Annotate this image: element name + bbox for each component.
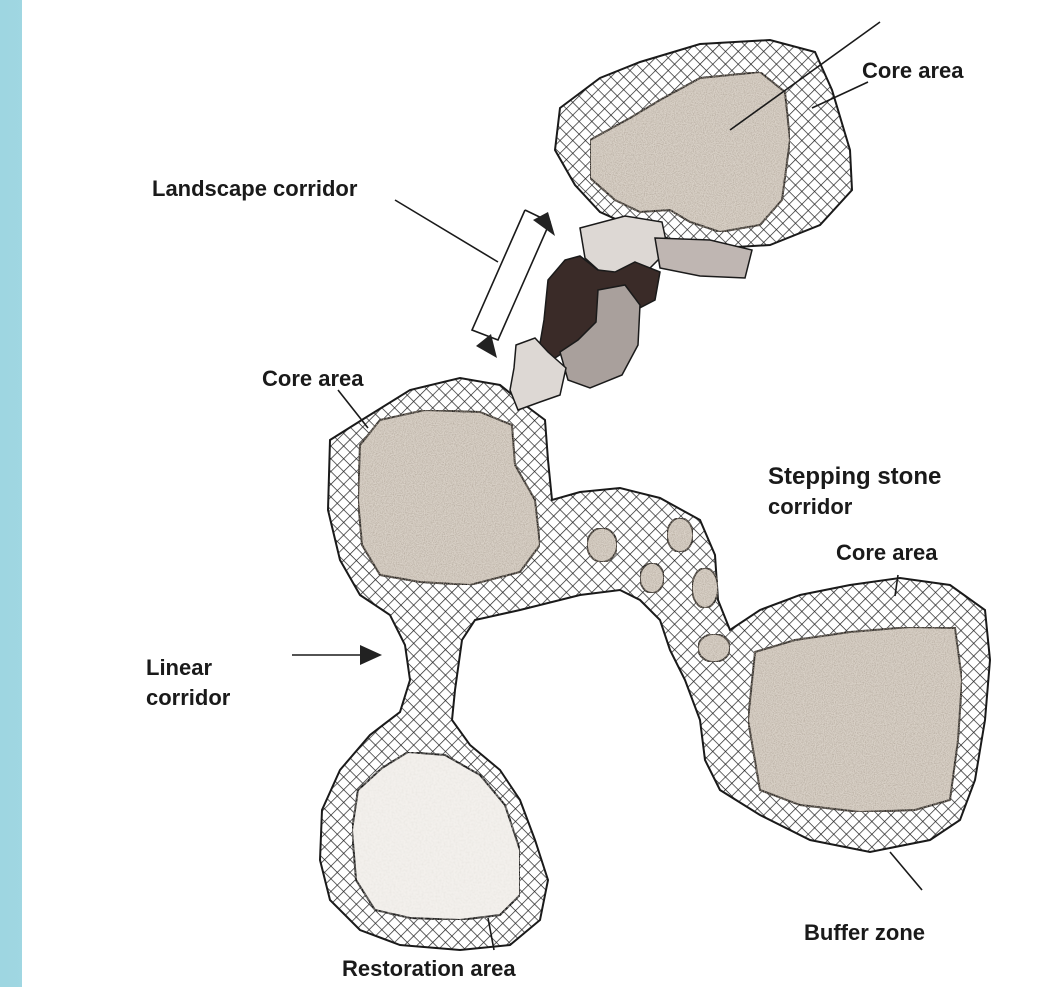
label-linear-corridor-line1: Linear — [146, 655, 212, 680]
leader-buffer — [890, 852, 922, 890]
leader-landscape — [395, 200, 498, 262]
core-area-left-shape — [358, 410, 540, 585]
label-stepping-stone-line2: corridor — [768, 494, 853, 519]
label-core-area-top: Core area — [862, 58, 964, 83]
label-core-area-right: Core area — [836, 540, 938, 565]
label-restoration-area: Restoration area — [342, 956, 516, 981]
label-landscape-corridor: Landscape corridor — [152, 176, 358, 201]
landscape-corridor-patches — [510, 216, 752, 410]
landscape-bracket — [472, 210, 550, 340]
leader-core-left — [338, 390, 368, 428]
stepping-stone-3 — [640, 563, 664, 593]
label-linear-corridor-line2: corridor — [146, 685, 231, 710]
arrow-linear-corridor — [360, 645, 382, 665]
label-stepping-stone-line1: Stepping stone — [768, 463, 941, 490]
label-buffer-zone: Buffer zone — [804, 920, 925, 945]
stepping-stone-1 — [587, 528, 617, 562]
stepping-stone-5 — [698, 634, 730, 662]
stepping-stone-4 — [692, 568, 718, 608]
stepping-stone-2 — [667, 518, 693, 552]
core-area-right-shape — [748, 627, 962, 812]
label-core-area-left: Core area — [262, 366, 364, 391]
